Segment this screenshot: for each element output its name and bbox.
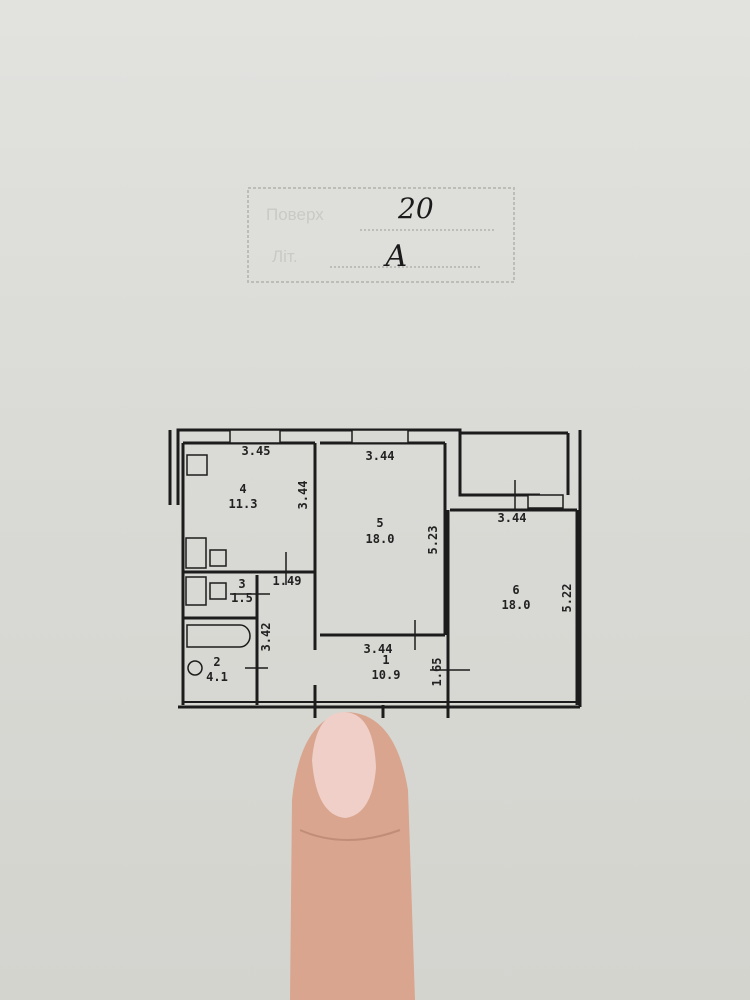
- room-5-area: 18.0: [366, 532, 395, 546]
- room-3-number: 3: [238, 577, 245, 591]
- windows: [229, 429, 564, 509]
- room-6-area: 18.0: [502, 598, 531, 612]
- finger: [290, 712, 415, 1000]
- handwritten-letter: А: [383, 239, 408, 274]
- bathtub-icon: [186, 624, 251, 648]
- shaft-icon: [185, 537, 207, 569]
- room-4-area: 11.3: [229, 497, 258, 511]
- ventilation-icon: [186, 454, 208, 476]
- dim-room6-depth: 5.22: [560, 584, 574, 613]
- fixtures: [185, 454, 251, 676]
- handwritten-floor: 20: [397, 192, 434, 225]
- room-2-number: 2: [213, 655, 220, 669]
- room-2-area: 4.1: [206, 670, 228, 684]
- dim-kitchen-depth: 3.44: [296, 481, 310, 510]
- stamp-letter-label: Літ.: [272, 247, 298, 266]
- stamp-floor-label: Поверх: [266, 205, 324, 224]
- room-4-number: 4: [239, 482, 246, 496]
- stamp: Поверх Літ. 20 А: [247, 187, 515, 283]
- dim-bath-depth: 3.42: [259, 623, 273, 652]
- room-1-area: 10.9: [372, 668, 401, 682]
- room-1-number: 1: [382, 653, 389, 667]
- dim-room5-depth: 5.23: [426, 526, 440, 555]
- toilet-icon: [209, 582, 227, 600]
- room-labels: 4 11.3 5 18.0 6 18.0 1 10.9 2 4.1 3 1.5: [206, 482, 530, 684]
- room-6-number: 6: [512, 583, 519, 597]
- fingernail: [312, 712, 376, 818]
- shaft-icon-2: [185, 576, 207, 606]
- dim-corridor-width: 3.44: [364, 642, 393, 656]
- dim-corridor-depth: 1.65: [430, 658, 444, 687]
- room-3-area: 1.5: [231, 591, 253, 605]
- dim-room6-width: 3.44: [498, 511, 527, 525]
- dimension-labels: 3.45 3.44 3.44 3.44 1.49 3.44 5.23 5.22 …: [242, 444, 574, 686]
- sink-icon: [187, 660, 203, 676]
- dim-room5-width: 3.44: [366, 449, 395, 463]
- dim-kitchen-width: 3.45: [242, 444, 271, 458]
- walls: [168, 428, 582, 718]
- stove-icon: [209, 549, 227, 567]
- room-5-number: 5: [376, 516, 383, 530]
- dim-hall-width: 1.49: [273, 574, 302, 588]
